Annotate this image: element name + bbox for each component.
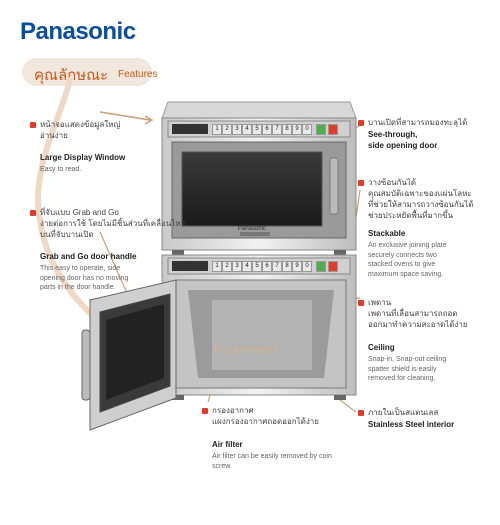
stop-key[interactable] xyxy=(328,261,338,272)
keypad-key[interactable]: 3 xyxy=(232,124,242,135)
interior-title: Stainless Steel interior xyxy=(368,420,455,429)
bullet-filter xyxy=(202,408,208,414)
panasonic-logo: Panasonic xyxy=(20,18,136,45)
features-title-en: Features xyxy=(118,69,158,80)
start-key[interactable] xyxy=(316,261,326,272)
door-title: See-through, xyxy=(368,130,418,139)
stackable-thai-4: ช่วยประหยัดพื้นที่มากขึ้น xyxy=(368,211,453,220)
stackable-thai-3: ที่ช่วยให้สามารถวางซ้อนกันได้ xyxy=(368,200,474,209)
stackable-thai-2: คุณสมบัติเฉพาะของแผ่นโลหะ xyxy=(368,189,472,198)
keypad-key[interactable]: 4 xyxy=(242,261,252,272)
keypad-key[interactable]: 7 xyxy=(272,261,282,272)
features-header-pill xyxy=(22,58,152,86)
features-title-thai: คุณลักษณะ xyxy=(34,67,109,84)
door-thai: บานเปิดที่สามารถมองทะลุได้ xyxy=(368,118,468,127)
stackable-title: Stackable xyxy=(368,229,406,238)
ceiling-thai: เพดาน xyxy=(368,298,392,307)
display-thai-2: อ่านง่าย xyxy=(40,131,68,140)
keypad-key[interactable]: 4 xyxy=(242,124,252,135)
ceiling-thai-2: เพดานที่เลื่อนสามารถถอด xyxy=(368,309,458,318)
display-title: Large Display Window xyxy=(40,153,126,162)
handle-title: Grab and Go door handle xyxy=(40,252,137,261)
start-key[interactable] xyxy=(316,124,326,135)
bottom-keypad: 1 2 3 4 5 6 7 8 9 0 xyxy=(212,261,348,273)
keypad-key[interactable]: 2 xyxy=(222,261,232,272)
keypad-key[interactable]: 5 xyxy=(252,261,262,272)
display-thai: หน้าจอแสดงข้อมูลใหญ่ xyxy=(40,120,121,129)
keypad-key[interactable]: 6 xyxy=(262,261,272,272)
keypad-key[interactable]: 8 xyxy=(282,261,292,272)
handle-thai-2: ง่ายต่อการใช้ โดยไม่มีชิ้นส่วนที่เคลื่อน… xyxy=(40,219,186,228)
keypad-key[interactable]: 3 xyxy=(232,261,242,272)
ceiling-title: Ceiling xyxy=(368,343,395,352)
bullet-handle xyxy=(30,210,36,216)
door-title-2: side opening door xyxy=(368,141,438,150)
keypad-key[interactable]: 9 xyxy=(292,124,302,135)
stop-key[interactable] xyxy=(328,124,338,135)
handle-thai: ที่จับแบบ Grab and Go xyxy=(40,208,119,217)
bullet-ceiling xyxy=(358,300,364,306)
display-desc: Easy to read. xyxy=(40,166,82,173)
keypad-key[interactable]: 1 xyxy=(212,261,222,272)
stackable-desc: An exclusive joining plate securely conn… xyxy=(368,242,447,278)
filter-thai: กรองอากาศ xyxy=(212,406,254,415)
keypad-key[interactable]: 2 xyxy=(222,124,232,135)
handle-desc: This easy to operate, side opening door … xyxy=(40,265,129,291)
bullet-interior xyxy=(358,410,364,416)
ceiling-thai-3: ออกมาทำความสะอาดได้ง่าย xyxy=(368,320,468,329)
top-keypad: 1 2 3 4 5 6 7 8 9 0 xyxy=(212,124,348,136)
oven-brand-label: Panasonic xyxy=(238,226,267,232)
keypad-key[interactable]: 1 xyxy=(212,124,222,135)
filter-title: Air filter xyxy=(212,440,243,449)
keypad-key[interactable]: 0 xyxy=(302,124,312,135)
watermark: D EQUIPMENT xyxy=(214,345,279,355)
keypad-key[interactable]: 5 xyxy=(252,124,262,135)
keypad-key[interactable]: 0 xyxy=(302,261,312,272)
keypad-key[interactable]: 9 xyxy=(292,261,302,272)
filter-thai-2: แผงกรองอากาศถอดออกได้ง่าย xyxy=(212,417,319,426)
handle-thai-3: บนที่จับบานเปิด xyxy=(40,230,94,239)
bullet-stackable xyxy=(358,180,364,186)
bullet-door xyxy=(358,120,364,126)
keypad-key[interactable]: 6 xyxy=(262,124,272,135)
ceiling-desc: Snap-in, Snap-out ceiling spatter shield… xyxy=(368,356,447,382)
keypad-key[interactable]: 8 xyxy=(282,124,292,135)
interior-thai: ภายในเป็นสแตนเลส xyxy=(368,408,439,417)
stackable-thai: วางซ้อนกันได้ xyxy=(368,178,417,187)
keypad-key[interactable]: 7 xyxy=(272,124,282,135)
bullet-display xyxy=(30,122,36,128)
filter-desc: Air filter can be easily removed by coin… xyxy=(212,453,332,470)
